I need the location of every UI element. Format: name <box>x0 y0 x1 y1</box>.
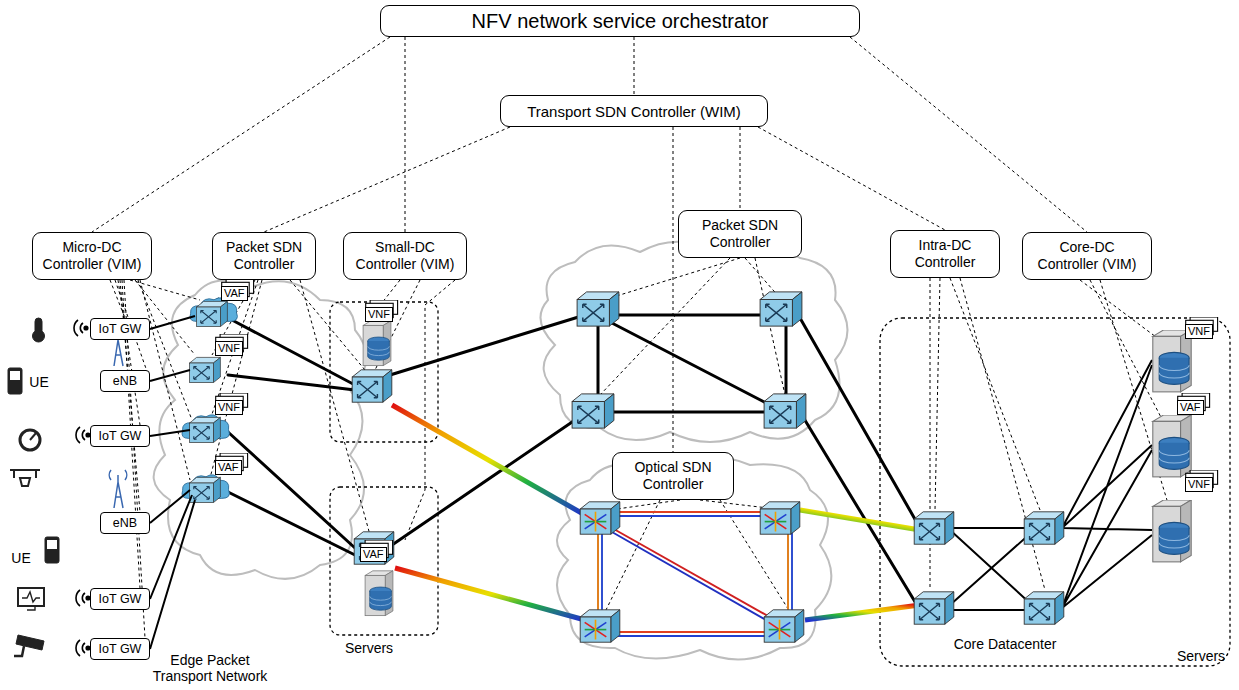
node-text: Micro-DC Controller (VIM) <box>39 239 145 273</box>
node-text: IoT GW <box>99 642 142 656</box>
control-link <box>673 127 674 452</box>
node-text: Core-DC Controller (VIM) <box>1029 239 1145 273</box>
controller-box: Core-DC Controller (VIM) <box>1022 232 1152 280</box>
gateway-box: IoT GW <box>90 638 150 660</box>
text-label: Servers <box>334 640 404 656</box>
function-tag: VNF <box>215 341 243 356</box>
controller-box: Packet SDN Controller <box>678 210 802 258</box>
control-link <box>740 127 741 210</box>
gateway-box: eNB <box>100 512 150 534</box>
text-label: Core Datacenter <box>940 636 1070 652</box>
function-tag: VNF <box>365 307 393 322</box>
control-link <box>850 37 1087 232</box>
node-text: Small-DC Controller (VIM) <box>350 239 460 273</box>
text-label: UE <box>8 550 34 566</box>
gateway-box: eNB <box>100 370 150 392</box>
node-text: Optical SDN Controller <box>619 459 727 493</box>
controller-box: Intra-DC Controller <box>890 230 1000 278</box>
function-tag: VNF <box>1185 477 1213 492</box>
node-text: NFV network service orchestrator <box>472 13 769 30</box>
gateway-box: IoT GW <box>90 425 150 447</box>
controller-box: Micro-DC Controller (VIM) <box>32 232 152 280</box>
node-text: IoT GW <box>99 429 142 443</box>
node-text: eNB <box>113 516 137 530</box>
controller-box: Transport SDN Controller (WIM) <box>500 95 768 127</box>
gateway-box: IoT GW <box>90 318 150 340</box>
function-tag: VNF <box>215 400 243 415</box>
function-tag: VAF <box>1177 400 1204 415</box>
node-text: Packet SDN Controller <box>219 239 309 273</box>
text-label: Servers <box>1170 648 1232 664</box>
function-tag: VAF <box>215 460 242 475</box>
node-text: Packet SDN Controller <box>685 217 795 251</box>
controller-box: Small-DC Controller (VIM) <box>343 232 467 280</box>
node-text: IoT GW <box>99 592 142 606</box>
function-tag: VNF <box>1185 324 1213 339</box>
node-text: Transport SDN Controller (WIM) <box>527 103 741 120</box>
node-text: Intra-DC Controller <box>897 237 993 271</box>
controller-box: Optical SDN Controller <box>612 452 734 500</box>
control-link <box>405 37 406 232</box>
control-link <box>634 37 635 95</box>
text-label: UE <box>26 374 52 390</box>
node-text: IoT GW <box>99 322 142 336</box>
control-link <box>92 37 390 232</box>
function-tag: VAF <box>360 547 387 562</box>
control-link <box>264 127 510 232</box>
function-tag: VAF <box>221 286 248 301</box>
gateway-box: IoT GW <box>90 588 150 610</box>
controller-box: NFV network service orchestrator <box>380 5 860 37</box>
controller-box: Packet SDN Controller <box>212 232 316 280</box>
node-text: eNB <box>113 374 137 388</box>
text-label: Edge Packet Transport Network <box>140 652 280 684</box>
